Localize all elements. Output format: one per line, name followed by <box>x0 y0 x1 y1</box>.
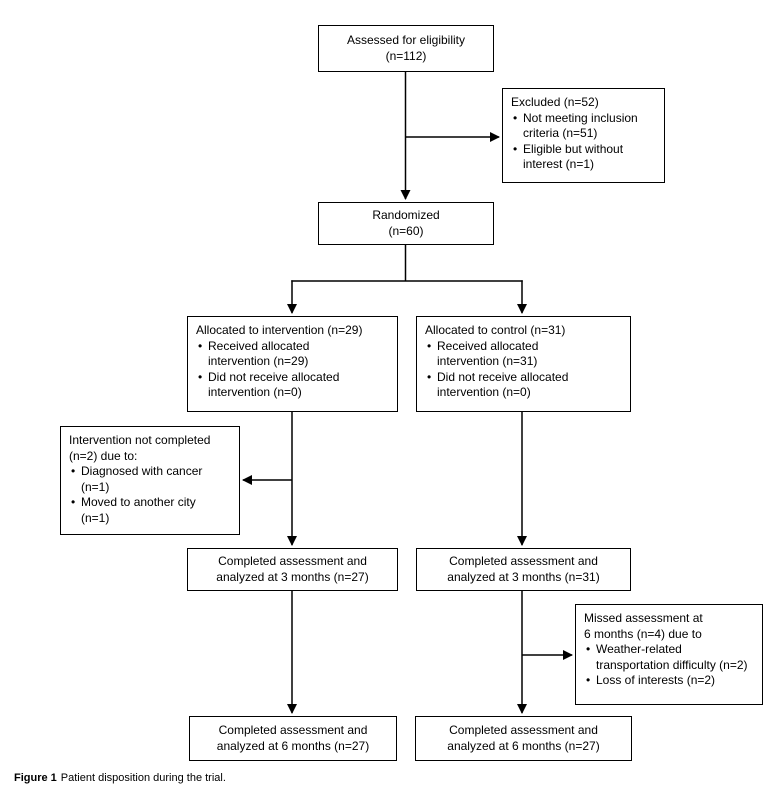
box-line: intervention (n=31) <box>437 354 538 369</box>
allocated-intervention-box: Allocated to intervention (n=29) Received… <box>187 316 398 412</box>
box-line: (n=112) <box>385 48 427 63</box>
box-line: intervention (n=0) <box>437 385 531 400</box>
box-line: Not meeting inclusion <box>511 111 656 127</box>
box-line: Excluded (n=52) <box>511 95 599 109</box>
box-line: Eligible but without <box>511 142 656 158</box>
excluded-box: Excluded (n=52) Not meeting inclusioncrit… <box>502 88 665 183</box>
box-line: Assessed for eligibility <box>346 32 466 47</box>
box-line: transportation difficulty (n=2) <box>596 657 748 672</box>
box-line: Loss of interests (n=2) <box>584 673 754 689</box>
box-line: Completed assessment and <box>218 553 367 568</box>
box-line: analyzed at 6 months (n=27) <box>447 738 600 753</box>
box-line: (n=60) <box>388 223 424 238</box>
intervention-not-completed-box: Intervention not completed(n=2) due to:D… <box>60 426 240 535</box>
box-line: analyzed at 3 months (n=27) <box>216 569 369 584</box>
box-line: Completed assessment and <box>218 722 368 737</box>
randomized-box: Randomized(n=60) <box>318 202 494 245</box>
box-line: Weather-related <box>584 642 754 658</box>
box-line: Allocated to intervention (n=29) <box>196 323 363 337</box>
box-line: Moved to another city <box>69 495 231 511</box>
box-line: (n=2) due to: <box>69 448 138 463</box>
assessed-for-eligibility-box: Assessed for eligibility(n=112) <box>318 25 494 72</box>
box-line: 6 months (n=4) due to <box>584 626 702 641</box>
box-line: analyzed at 6 months (n=27) <box>216 738 370 753</box>
box-line: analyzed at 3 months (n=31) <box>447 569 600 584</box>
figure-caption-label: Figure 1 <box>14 772 57 784</box>
box-line: Allocated to control (n=31) <box>425 323 566 337</box>
box-line: Randomized <box>372 207 440 222</box>
box-line: Did not receive allocated <box>425 370 622 386</box>
allocated-control-box: Allocated to control (n=31) Received allo… <box>416 316 631 412</box>
box-line: Received allocated <box>196 339 389 355</box>
box-line: intervention (n=29) <box>208 354 309 369</box>
box-line: (n=1) <box>81 510 110 525</box>
box-line: intervention (n=0) <box>208 385 302 400</box>
box-line: (n=1) <box>81 479 110 494</box>
box-line: interest (n=1) <box>523 157 595 172</box>
figure-caption-text: Patient disposition during the trial. <box>60 772 226 784</box>
box-line: Intervention not completed <box>69 433 211 447</box>
box-line: Did not receive allocated <box>196 370 389 386</box>
box-line: Completed assessment and <box>449 553 598 568</box>
box-line: criteria (n=51) <box>523 126 598 141</box>
box-line: Diagnosed with cancer <box>69 464 231 480</box>
box-line: Received allocated <box>425 339 622 355</box>
box-line: Missed assessment at <box>584 611 703 625</box>
box-line: Completed assessment and <box>449 722 598 737</box>
